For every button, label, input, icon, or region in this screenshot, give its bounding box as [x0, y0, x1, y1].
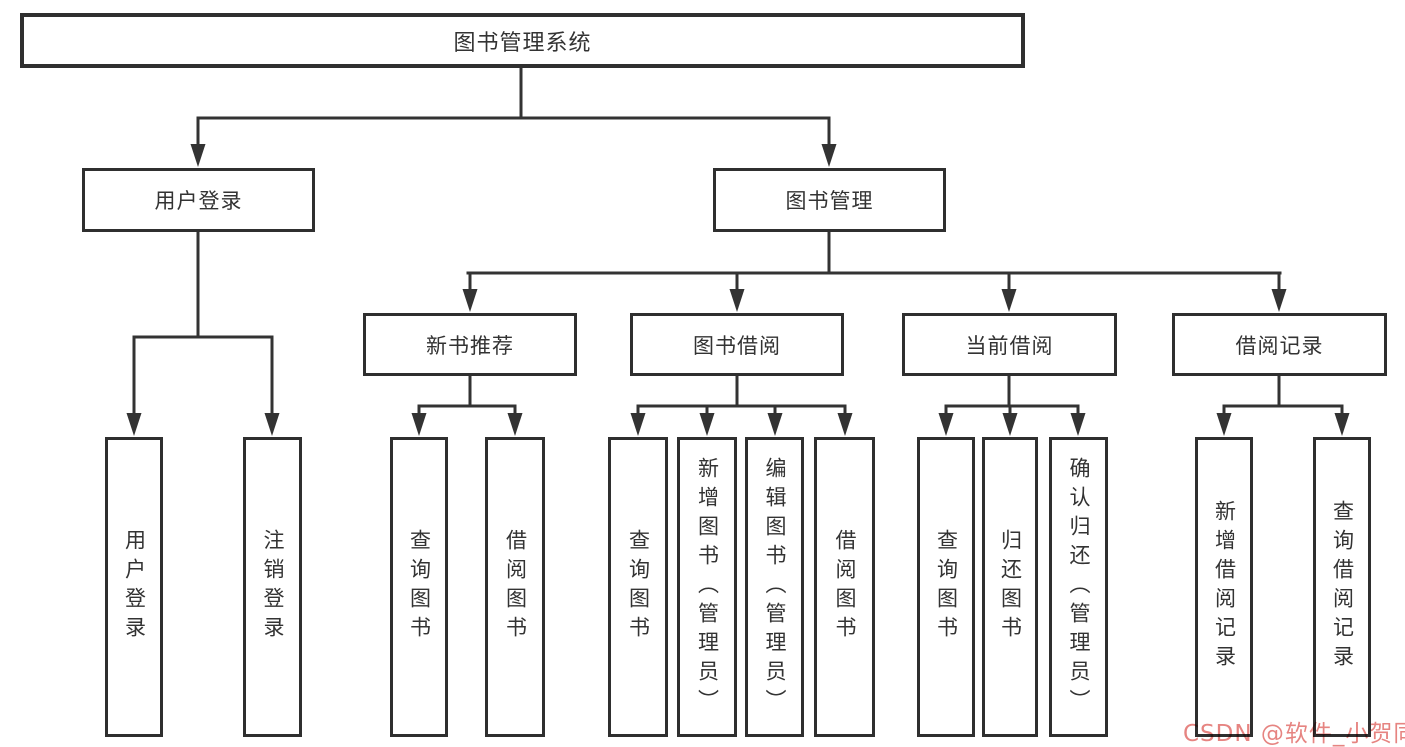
- arrowheads: [126, 144, 1350, 436]
- node-current-borrow: 当前借阅: [902, 313, 1117, 376]
- connector-root-to-branches: [196, 66, 831, 148]
- leaf-user-login: 用户登录: [105, 437, 163, 737]
- leaf-return-books: 归还图书: [982, 437, 1038, 737]
- arrowhead: [1334, 413, 1350, 436]
- arrowhead: [821, 144, 837, 167]
- arrowhead: [1216, 413, 1232, 436]
- leaf-borrow-books-recommend: 借阅图书: [485, 437, 545, 737]
- leaf-logout-label: 注销登录: [261, 529, 285, 645]
- leaf-confirm-return-admin-label: 确认归还（管理员）: [1067, 456, 1091, 718]
- watermark-text: CSDN @软件_小贺同学: [1183, 721, 1405, 747]
- leaf-query-books-current-label: 查询图书: [934, 529, 959, 645]
- arrowhead: [1271, 289, 1287, 312]
- arrowhead: [507, 413, 523, 436]
- node-user-login-label: 用户登录: [154, 189, 243, 213]
- arrowhead: [126, 413, 142, 436]
- node-root-label: 图书管理系统: [453, 30, 592, 56]
- node-book-management: 图书管理: [713, 168, 946, 232]
- node-root-system: 图书管理系统: [20, 13, 1025, 68]
- leaf-add-borrow-record-label: 新增借阅记录: [1212, 500, 1237, 674]
- arrowhead: [630, 413, 646, 436]
- leaf-query-books-borrow: 查询图书: [608, 437, 668, 737]
- leaf-borrow-books-recommend-label: 借阅图书: [503, 529, 528, 645]
- arrowhead: [264, 413, 280, 436]
- arrowhead: [729, 289, 745, 312]
- arrowhead: [938, 413, 954, 436]
- arrowhead: [462, 289, 478, 312]
- node-borrow-records-label: 借阅记录: [1235, 333, 1324, 358]
- connector-book-borrow-to-leaves: [636, 374, 847, 416]
- leaf-query-books-recommend-label: 查询图书: [407, 529, 432, 645]
- connector-current-borrow-to-leaves: [944, 374, 1080, 416]
- leaf-add-books-admin-label: 新增图书（管理员）: [695, 456, 720, 718]
- arrowhead: [1002, 413, 1018, 436]
- node-user-login: 用户登录: [82, 168, 315, 232]
- node-book-management-label: 图书管理: [785, 189, 874, 213]
- arrowhead: [699, 413, 715, 436]
- node-book-borrow: 图书借阅: [630, 313, 844, 376]
- node-new-book-recommend: 新书推荐: [363, 313, 577, 376]
- connector-user-login-to-leaves: [132, 230, 274, 416]
- leaf-return-books-label: 归还图书: [998, 529, 1023, 645]
- arrowhead: [1070, 413, 1086, 436]
- leaf-borrow-books: 借阅图书: [814, 437, 875, 737]
- leaf-user-login-label: 用户登录: [122, 529, 147, 645]
- connector-book-management-to-modules: [466, 230, 1282, 293]
- leaf-query-books-current: 查询图书: [917, 437, 975, 737]
- leaf-query-borrow-record-label: 查询借阅记录: [1330, 500, 1355, 674]
- leaf-confirm-return-admin: 确认归还（管理员）: [1049, 437, 1108, 737]
- node-current-borrow-label: 当前借阅: [965, 333, 1054, 358]
- arrowhead: [767, 413, 783, 436]
- node-borrow-records: 借阅记录: [1172, 313, 1387, 376]
- node-book-borrow-label: 图书借阅: [693, 333, 781, 358]
- node-new-book-recommend-label: 新书推荐: [426, 333, 514, 358]
- arrowhead: [190, 144, 206, 167]
- connector-borrow-records-to-leaves: [1222, 374, 1344, 416]
- leaf-query-books-recommend: 查询图书: [390, 437, 448, 737]
- leaf-add-books-admin: 新增图书（管理员）: [677, 437, 737, 737]
- leaf-add-borrow-record: 新增借阅记录: [1195, 437, 1253, 737]
- arrowhead: [837, 413, 853, 436]
- connector-new-book-recommend-to-leaves: [417, 374, 517, 416]
- arrowhead: [1001, 289, 1017, 312]
- leaf-borrow-books-label: 借阅图书: [833, 529, 857, 645]
- leaf-edit-books-admin-label: 编辑图书（管理员）: [763, 456, 787, 718]
- leaf-query-books-borrow-label: 查询图书: [626, 529, 651, 645]
- leaf-edit-books-admin: 编辑图书（管理员）: [745, 437, 804, 737]
- arrowhead: [411, 413, 427, 436]
- leaf-query-borrow-record: 查询借阅记录: [1313, 437, 1371, 737]
- leaf-logout: 注销登录: [243, 437, 302, 737]
